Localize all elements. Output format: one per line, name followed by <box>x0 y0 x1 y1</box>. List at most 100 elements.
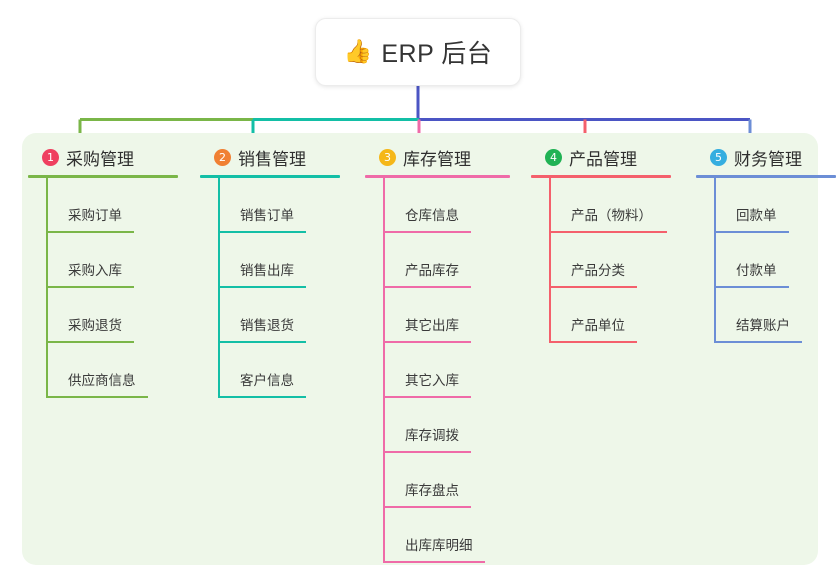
branch-spine-5 <box>714 178 716 343</box>
leaf-label: 销售退货 <box>240 318 294 333</box>
branch-items-3: 仓库信息产品库存其它出库其它入库库存调拨库存盘点出库库明细 <box>365 178 510 563</box>
branch-items-2: 销售订单销售出库销售退货客户信息 <box>200 178 340 398</box>
branch-column-1: 1 采购管理采购订单采购入库采购退货供应商信息 <box>28 145 178 398</box>
leaf-label: 结算账户 <box>736 318 790 333</box>
branch-header-5[interactable]: 5 财务管理 <box>696 145 836 169</box>
leaf-label: 其它入库 <box>405 373 459 388</box>
branch-title-3: 库存管理 <box>403 149 471 169</box>
leaf-node[interactable]: 产品库存 <box>383 233 510 288</box>
branch-underline-4 <box>531 175 671 178</box>
branch-badge-5: 5 <box>710 148 727 166</box>
branch-spine-4 <box>549 178 551 343</box>
branch-title-2: 销售管理 <box>238 149 306 169</box>
branch-underline-3 <box>365 175 510 178</box>
leaf-underline <box>714 341 802 343</box>
leaf-underline <box>383 286 471 288</box>
leaf-underline <box>218 286 306 288</box>
leaf-node[interactable]: 采购退货 <box>46 288 178 343</box>
leaf-underline <box>383 561 485 563</box>
leaf-underline <box>714 286 789 288</box>
leaf-node[interactable]: 其它入库 <box>383 343 510 398</box>
leaf-underline <box>549 286 637 288</box>
branch-header-1[interactable]: 1 采购管理 <box>28 145 178 169</box>
leaf-node[interactable]: 销售订单 <box>218 178 340 233</box>
branch-header-4[interactable]: 4 产品管理 <box>531 145 671 169</box>
branch-badge-3: 3 <box>379 148 396 166</box>
leaf-label: 销售出库 <box>240 263 294 278</box>
branch-spine-2 <box>218 178 220 398</box>
leaf-node[interactable]: 供应商信息 <box>46 343 178 398</box>
branch-spine-1 <box>46 178 48 398</box>
branch-badge-4: 4 <box>545 148 562 166</box>
leaf-node[interactable]: 采购入库 <box>46 233 178 288</box>
leaf-underline <box>218 341 306 343</box>
leaf-label: 仓库信息 <box>405 208 459 223</box>
leaf-node[interactable]: 采购订单 <box>46 178 178 233</box>
leaf-underline <box>46 286 134 288</box>
leaf-label: 销售订单 <box>240 208 294 223</box>
leaf-label: 产品库存 <box>405 263 459 278</box>
leaf-label: 客户信息 <box>240 373 294 388</box>
leaf-node[interactable]: 付款单 <box>714 233 836 288</box>
leaf-node[interactable]: 库存盘点 <box>383 453 510 508</box>
branch-column-2: 2 销售管理销售订单销售出库销售退货客户信息 <box>200 145 340 398</box>
branch-underline-5 <box>696 175 836 178</box>
leaf-label: 出库库明细 <box>405 538 473 553</box>
branch-title-4: 产品管理 <box>569 149 637 169</box>
leaf-label: 产品（物料） <box>571 208 652 223</box>
leaf-underline <box>383 231 471 233</box>
branch-header-2[interactable]: 2 销售管理 <box>200 145 340 169</box>
leaf-underline <box>383 341 471 343</box>
leaf-node[interactable]: 产品单位 <box>549 288 671 343</box>
branch-items-5: 回款单付款单结算账户 <box>696 178 836 343</box>
leaf-underline <box>549 341 637 343</box>
root-title: ERP 后台 <box>381 40 493 68</box>
leaf-underline <box>714 231 789 233</box>
leaf-label: 采购入库 <box>68 263 122 278</box>
branch-column-3: 3 库存管理仓库信息产品库存其它出库其它入库库存调拨库存盘点出库库明细 <box>365 145 510 563</box>
leaf-node[interactable]: 回款单 <box>714 178 836 233</box>
branches-panel <box>22 133 818 565</box>
leaf-underline <box>549 231 667 233</box>
leaf-underline <box>383 451 471 453</box>
leaf-label: 库存调拨 <box>405 428 459 443</box>
leaf-underline <box>46 341 134 343</box>
leaf-label: 产品分类 <box>571 263 625 278</box>
branch-column-5: 5 财务管理回款单付款单结算账户 <box>696 145 836 343</box>
leaf-label: 其它出库 <box>405 318 459 333</box>
leaf-node[interactable]: 客户信息 <box>218 343 340 398</box>
leaf-node[interactable]: 库存调拨 <box>383 398 510 453</box>
branch-underline-2 <box>200 175 340 178</box>
leaf-underline <box>383 506 471 508</box>
leaf-node[interactable]: 销售出库 <box>218 233 340 288</box>
leaf-node[interactable]: 出库库明细 <box>383 508 510 563</box>
branch-items-4: 产品（物料） 产品分类产品单位 <box>531 178 671 343</box>
leaf-underline <box>46 231 134 233</box>
leaf-label: 付款单 <box>736 263 777 278</box>
leaf-node[interactable]: 仓库信息 <box>383 178 510 233</box>
leaf-node[interactable]: 产品（物料） <box>549 178 671 233</box>
leaf-underline <box>383 396 471 398</box>
leaf-label: 回款单 <box>736 208 777 223</box>
branch-spine-3 <box>383 178 385 563</box>
branch-underline-1 <box>28 175 178 178</box>
leaf-underline <box>218 396 306 398</box>
leaf-label: 供应商信息 <box>68 373 136 388</box>
leaf-node[interactable]: 其它出库 <box>383 288 510 343</box>
root-node[interactable]: 👍 ERP 后台 <box>315 18 521 86</box>
leaf-node[interactable]: 产品分类 <box>549 233 671 288</box>
leaf-label: 采购退货 <box>68 318 122 333</box>
branch-badge-1: 1 <box>42 148 59 166</box>
leaf-underline <box>218 231 306 233</box>
branch-badge-2: 2 <box>214 148 231 166</box>
leaf-underline <box>46 396 148 398</box>
leaf-node[interactable]: 销售退货 <box>218 288 340 343</box>
leaf-label: 产品单位 <box>571 318 625 333</box>
branch-title-5: 财务管理 <box>734 149 802 169</box>
leaf-node[interactable]: 结算账户 <box>714 288 836 343</box>
thumbs-up-icon: 👍 <box>343 37 373 64</box>
branch-title-1: 采购管理 <box>66 149 134 169</box>
leaf-label: 库存盘点 <box>405 483 459 498</box>
branch-header-3[interactable]: 3 库存管理 <box>365 145 510 169</box>
